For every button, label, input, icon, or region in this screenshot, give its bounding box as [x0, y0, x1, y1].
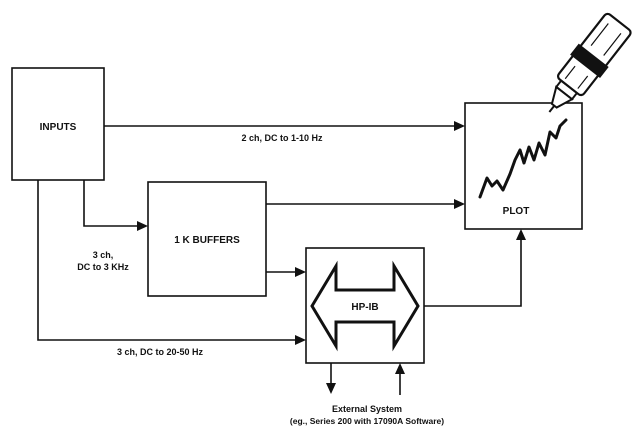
inputs-block: INPUTS — [12, 68, 104, 180]
hpib-label: HP-IB — [351, 302, 378, 313]
hpib-block: HP-IB — [306, 248, 424, 363]
buffer-path-label-line2: DC to 3 KHz — [77, 262, 129, 272]
buffers-block: 1 K BUFFERS — [148, 182, 266, 296]
hpib-out-arrow — [326, 363, 336, 394]
plot-label: PLOT — [503, 206, 530, 217]
buffers-to-plot-arrow — [266, 199, 465, 209]
bottom-path-label: 3 ch, DC to 20-50 Hz — [117, 347, 204, 357]
hpib-in-arrow — [395, 363, 405, 395]
buffers-to-hpib-arrow — [266, 267, 306, 277]
plot-block: PLOT — [465, 103, 582, 229]
hpib-to-plot-arrow — [424, 229, 526, 306]
external-system-detail: (eg., Series 200 with 17090A Software) — [290, 416, 444, 426]
buffer-path-arrow — [84, 180, 148, 231]
top-path-arrow — [104, 121, 465, 131]
external-system-label: External System — [332, 404, 402, 414]
buffers-label: 1 K BUFFERS — [174, 235, 240, 246]
inputs-label: INPUTS — [40, 122, 77, 133]
buffer-path-label-line1: 3 ch, — [93, 250, 114, 260]
top-path-label: 2 ch, DC to 1-10 Hz — [241, 133, 323, 143]
